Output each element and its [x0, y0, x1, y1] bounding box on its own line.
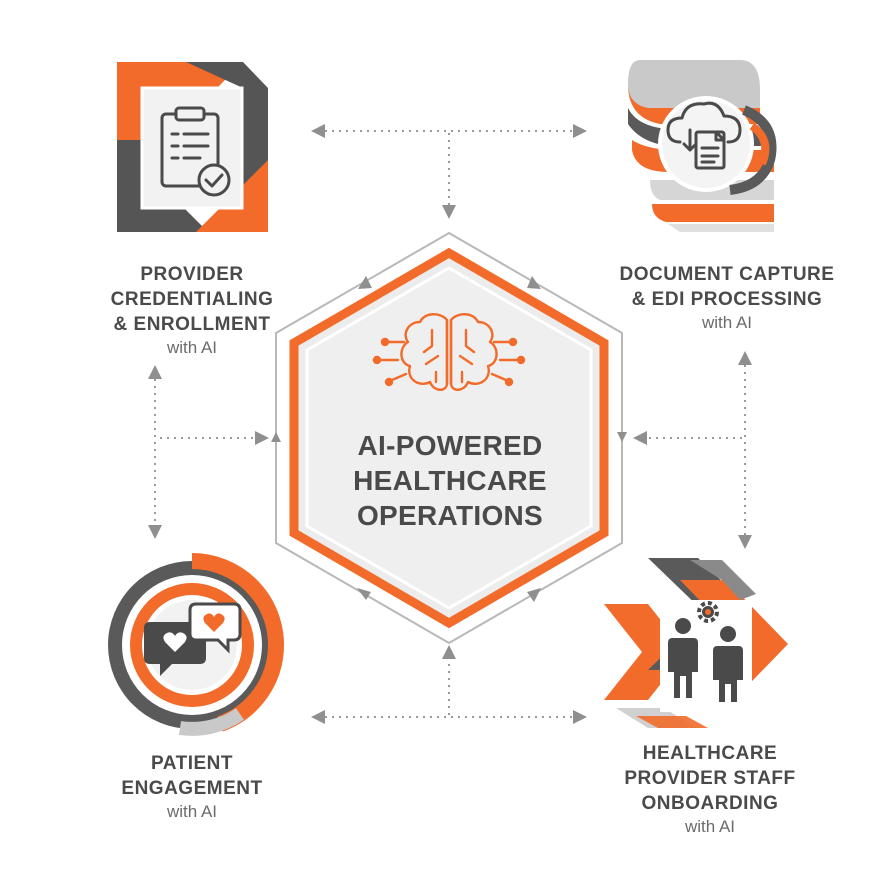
- cloud-document-icon: [666, 101, 742, 170]
- patient-title-line-1: PATIENT: [151, 753, 233, 774]
- onboarding-title-line-1: HEALTHCARE: [642, 743, 778, 764]
- badge-frame-dark-2: [117, 140, 208, 232]
- ring-light-arc: [178, 708, 244, 736]
- credentialing-sub: with AI: [166, 338, 218, 357]
- credentialing-title-line-3: & ENROLLMENT: [113, 314, 271, 335]
- document-title-line-2: & EDI PROCESSING: [631, 289, 823, 310]
- hexagon-inner-fill: [305, 266, 593, 610]
- onboarding-title-line-2: PROVIDER STAFF: [624, 768, 796, 789]
- center-title-line-2: HEALTHCARE: [353, 465, 547, 496]
- document-label: DOCUMENT CAPTURE & EDI PROCESSING with A…: [592, 262, 862, 334]
- heart-chat-icon: [144, 602, 242, 676]
- chevron-gray-top: [690, 560, 756, 600]
- chevron-orange-low: [636, 716, 708, 728]
- credentialing-title-line-1: PROVIDER: [140, 264, 244, 285]
- patient-title-line-2: ENGAGEMENT: [121, 778, 263, 799]
- center-title-line-3: OPERATIONS: [356, 500, 544, 531]
- ribbon-ring-right: [729, 105, 777, 195]
- ring-orange-arc: [191, 553, 285, 732]
- patient-label: PATIENT ENGAGEMENT with AI: [92, 751, 292, 823]
- onboarding-title-line-3: ONBOARDING: [641, 793, 779, 814]
- ring-arrow-markers: [271, 276, 627, 602]
- clipboard-check-icon: [160, 106, 231, 197]
- ai-brain-circuit-icon: [372, 313, 526, 391]
- staff-gear-icon: [668, 601, 743, 702]
- ribbon-ring-right-orange: [749, 122, 770, 166]
- center-title-line-1: AI-POWERED: [357, 430, 543, 461]
- ribbon-top-gray: [628, 60, 760, 108]
- ribbon-orange-3: [652, 204, 774, 222]
- document-title-line-1: DOCUMENT CAPTURE: [619, 264, 835, 285]
- onboarding-label: HEALTHCARE PROVIDER STAFF ONBOARDING wit…: [590, 741, 830, 838]
- onboarding-sub: with AI: [684, 817, 736, 836]
- credentialing-title-line-2: CREDENTIALING: [110, 289, 274, 310]
- credentialing-label: PROVIDER CREDENTIALING & ENROLLMENT with…: [92, 262, 292, 359]
- ribbon-light-2: [668, 224, 774, 232]
- connectors: [148, 124, 752, 724]
- center-title: AI-POWERED HEALTHCARE OPERATIONS: [300, 428, 600, 533]
- hexagon-outer-ring: [275, 231, 623, 645]
- center-hexagon: [271, 231, 627, 645]
- patient-sub: with AI: [166, 802, 218, 821]
- gear-icon: [697, 601, 719, 623]
- document-sub: with AI: [701, 313, 753, 332]
